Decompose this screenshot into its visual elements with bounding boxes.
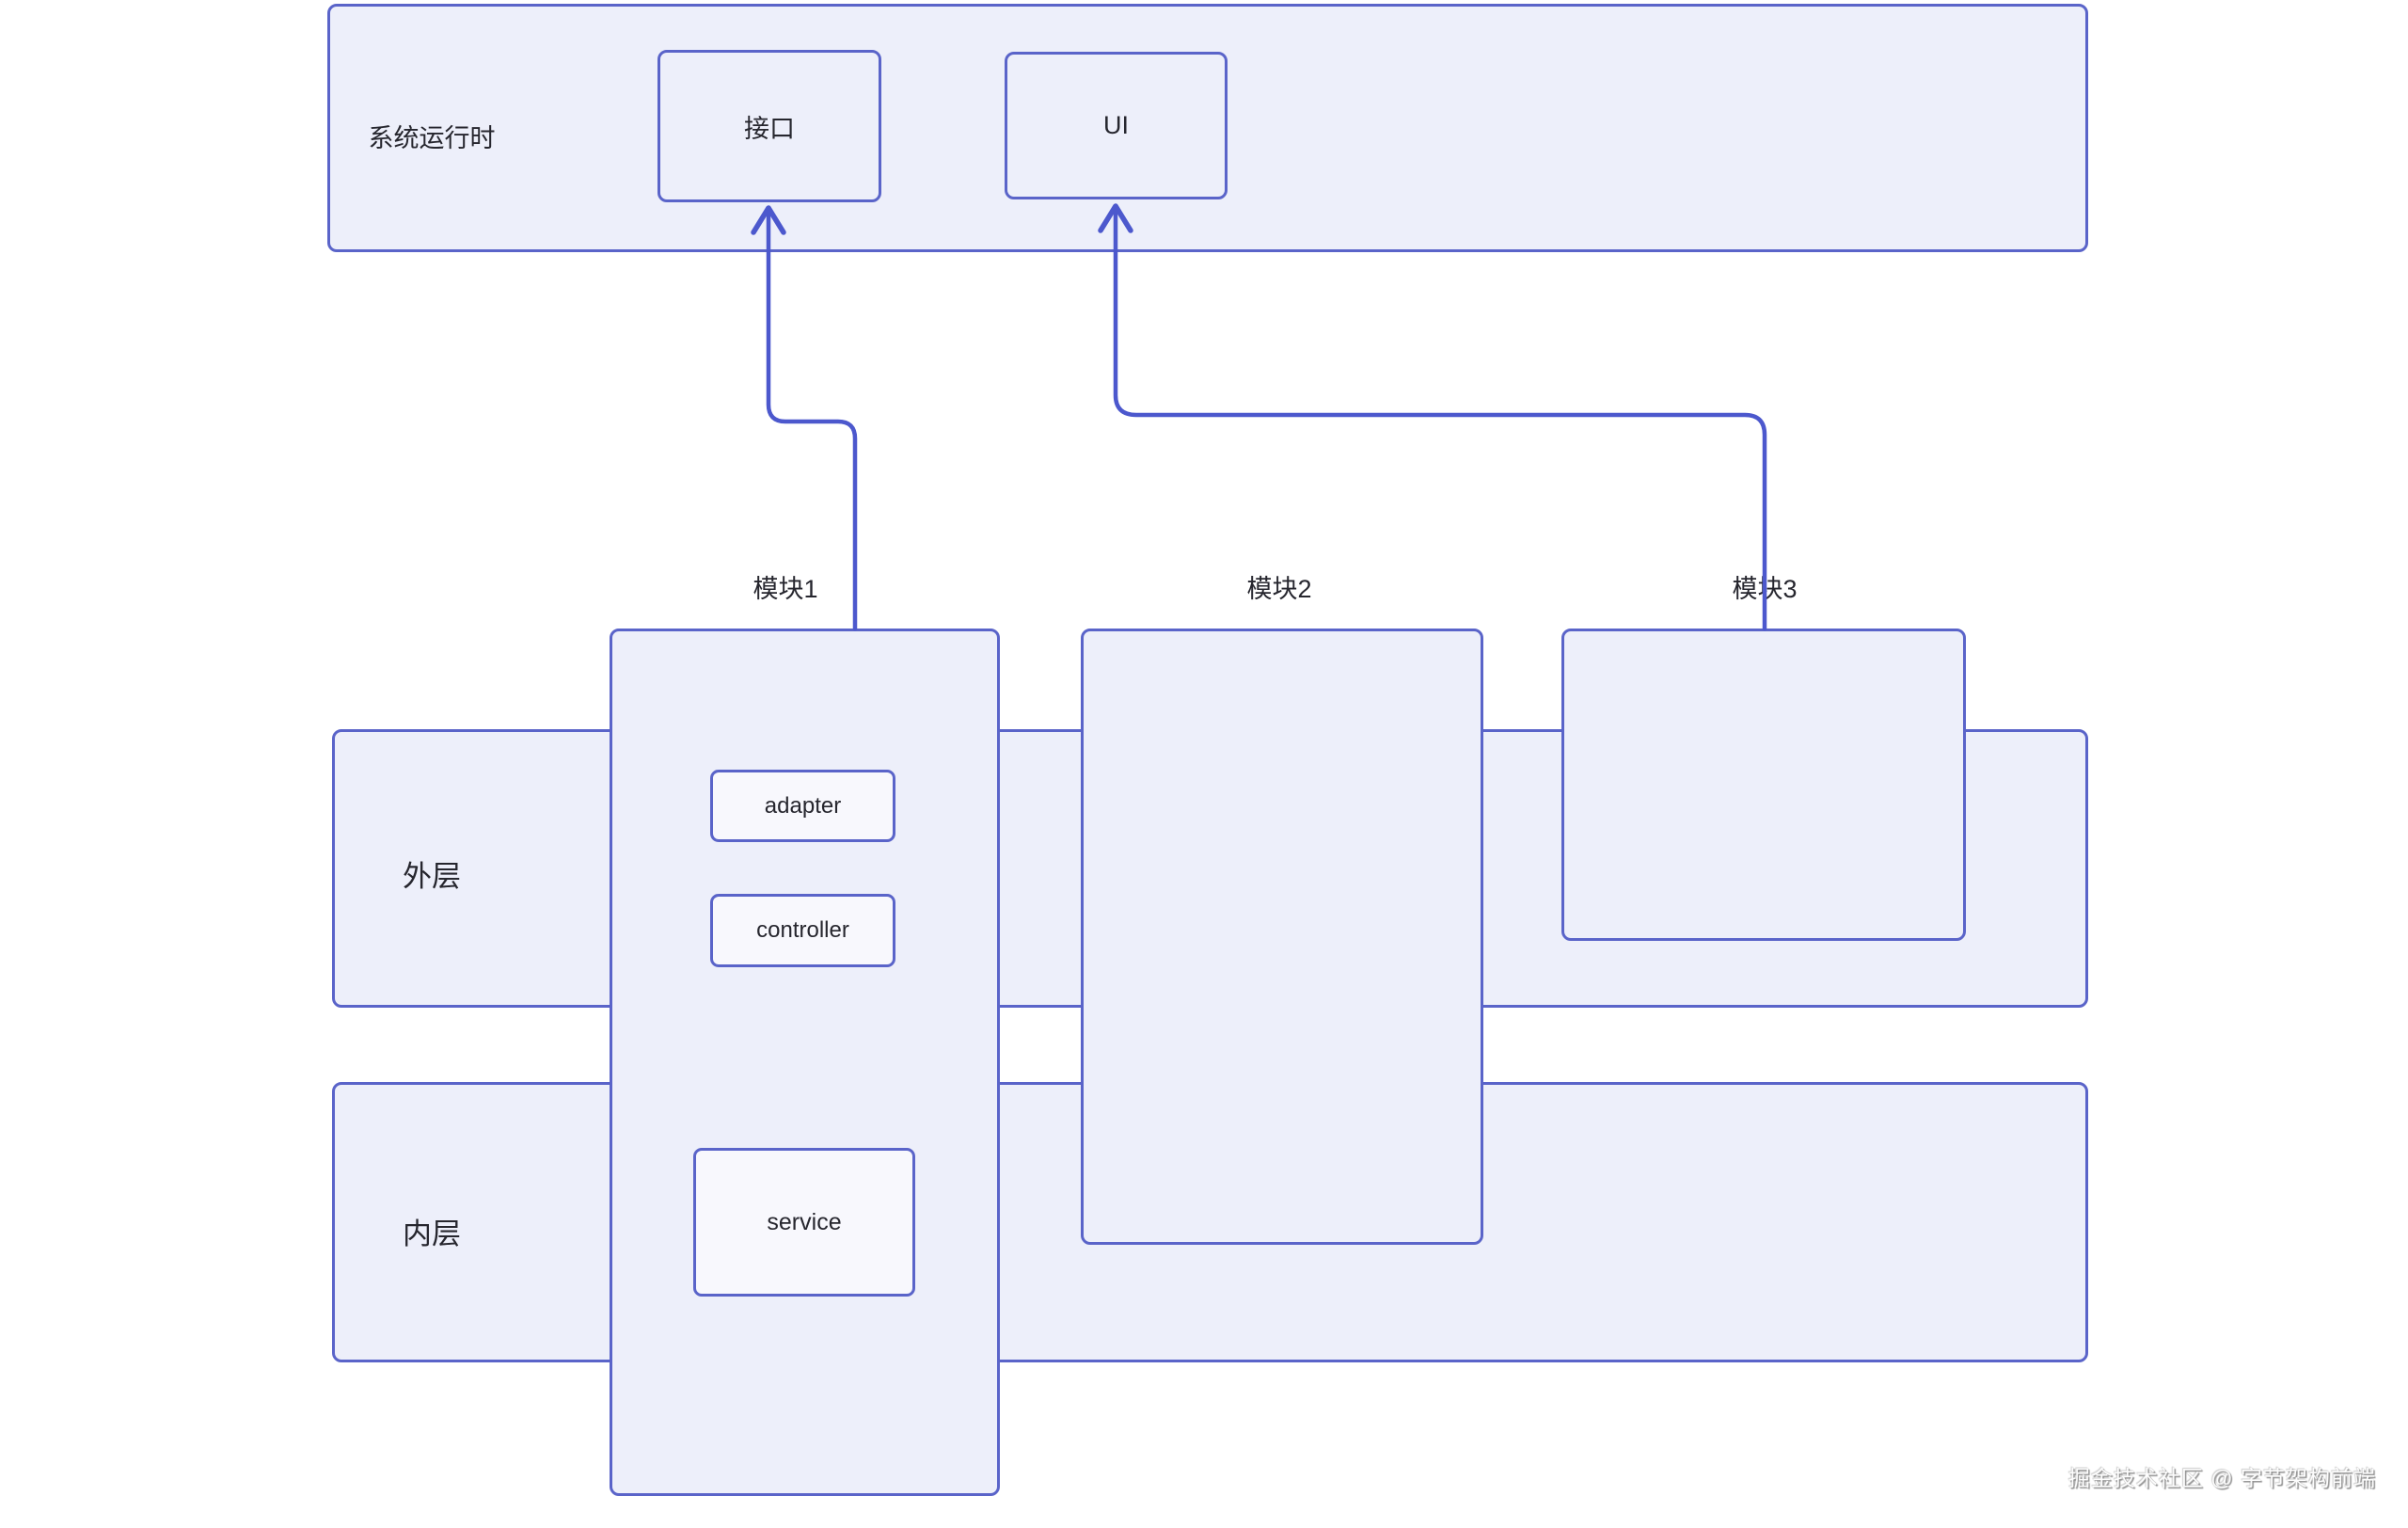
module1-label: 模块1 [752,575,818,603]
module1-box [610,629,1000,1496]
module3-box [1561,629,1966,941]
service-box: service [693,1148,915,1297]
module3-label: 模块3 [1732,575,1798,603]
module2-box [1081,629,1483,1245]
inner-layer-label: 内层 [403,1218,461,1250]
watermark-text: 掘金技术社区 @ 字节架构前端 [2067,1466,2376,1490]
outer-layer-label: 外层 [403,860,461,893]
controller-box: controller [710,894,895,967]
interface-box: 接口 [657,50,881,202]
system-runtime-label: 系统运行时 [368,124,496,152]
arrow-module1-to-interface-line [766,212,858,631]
arrow-module3-to-ui-line [1113,210,1767,631]
module2-label: 模块2 [1246,575,1312,603]
ui-box: UI [1005,52,1228,199]
adapter-box: adapter [710,770,895,842]
